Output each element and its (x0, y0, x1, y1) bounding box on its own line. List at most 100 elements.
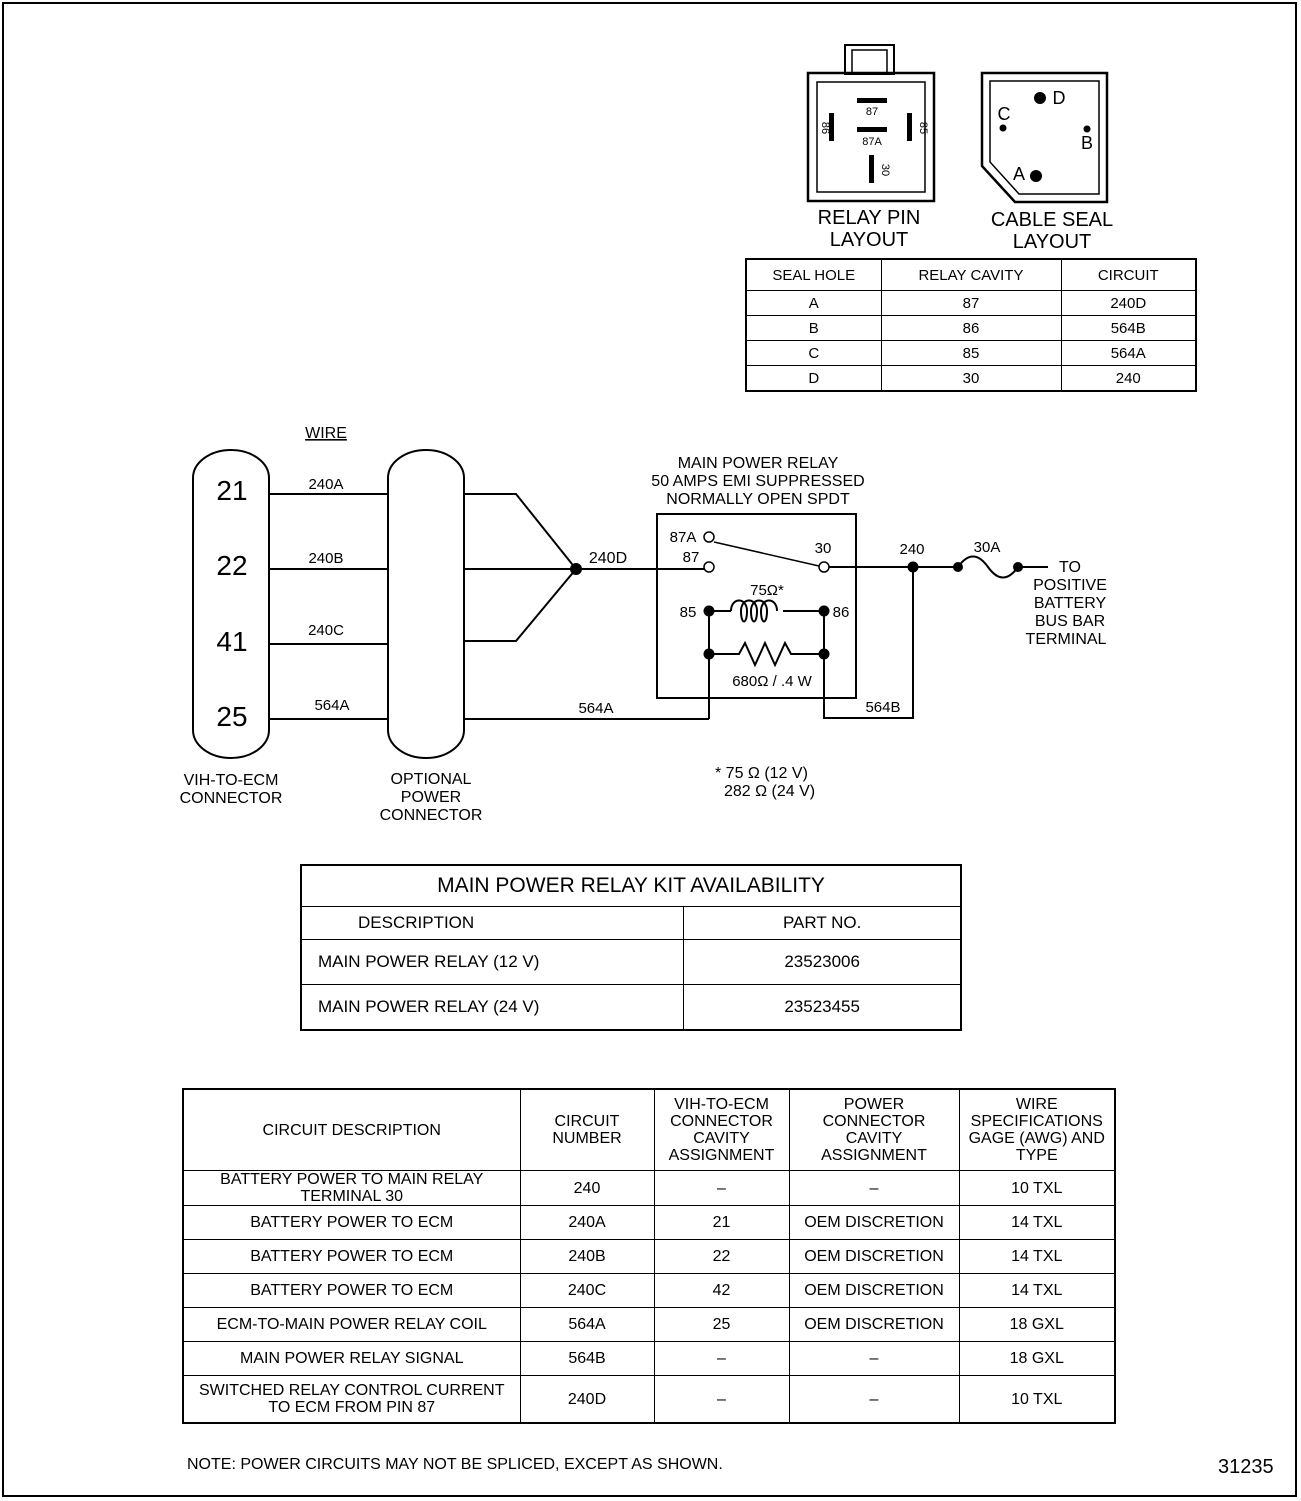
table-cell: 18 GXL (958, 1341, 1116, 1376)
table-cell: SWITCHED RELAY CONTROL CURRENT TO ECM FR… (182, 1375, 521, 1424)
table-cell: 564B (519, 1341, 655, 1376)
seal-label-a: A (1013, 164, 1025, 184)
wire-240-label: 240 (899, 541, 924, 558)
table-cell: BATTERY POWER TO ECM (182, 1239, 521, 1274)
table-cell: 85 (880, 340, 1062, 366)
table-cell: 86 (880, 315, 1062, 341)
battery-label-1: TO (1059, 559, 1081, 576)
pin-87-blade (857, 98, 887, 103)
table-cell: 23523006 (683, 939, 962, 985)
seal-hole-b (1083, 125, 1091, 133)
cable-seal-layout: D C B A CABLE SEAL LAYOUT (980, 71, 1113, 253)
terminal-86-label: 86 (833, 604, 850, 621)
column-header: VIH-TO-ECM CONNECTOR CAVITY ASSIGNMENT (653, 1088, 790, 1171)
table-row: MAIN POWER RELAY (12 V) 23523006 (300, 939, 962, 985)
table-cell: – (788, 1375, 960, 1424)
table-row: BATTERY POWER TO ECM 240B 22 OEM DISCRET… (182, 1239, 1116, 1274)
fuse-30a-symbol (957, 555, 1019, 579)
column-header: WIRE SPECIFICATIONS GAGE (AWG) AND TYPE (958, 1088, 1116, 1171)
table-cell: 18 GXL (958, 1307, 1116, 1342)
table-row: B 86 564B (745, 315, 1197, 341)
table-row: D 30 240 (745, 365, 1197, 392)
table-cell: 21 (653, 1205, 790, 1240)
battery-label-5: TERMINAL (1026, 631, 1107, 648)
table-cell: 240 (519, 1170, 655, 1206)
seal-hole-d (1034, 92, 1046, 104)
circuit-table: CIRCUIT DESCRIPTION CIRCUIT NUMBER VIH-T… (182, 1088, 1116, 1424)
footnote-24v: 282 Ω (24 V) (724, 783, 815, 800)
relay-title-2: 50 AMPS EMI SUPPRESSED (651, 473, 864, 490)
resistor-symbol (709, 640, 824, 668)
table-row: C 85 564A (745, 340, 1197, 366)
seal-label-d: D (1053, 88, 1066, 108)
table-cell: 25 (653, 1307, 790, 1342)
seal-hole-c (999, 124, 1007, 132)
power-connector-label-1: OPTIONAL (391, 771, 472, 788)
seal-hole-table: SEAL HOLE RELAY CAVITY CIRCUIT A 87 240D… (745, 258, 1197, 392)
table-cell: MAIN POWER RELAY (12 V) (300, 939, 685, 985)
table-cell: – (653, 1341, 790, 1376)
table-cell: 564B (1060, 315, 1197, 341)
table-cell: 87 (880, 290, 1062, 316)
relay-pin-layout-title: RELAY PIN (818, 207, 921, 229)
terminal-30 (818, 561, 830, 573)
table-cell: 564A (519, 1307, 655, 1342)
ecm-pin-21: 21 (216, 475, 247, 506)
table-cell: 22 (653, 1239, 790, 1274)
wire-564b-label: 564B (865, 699, 900, 716)
power-connector-label-2: POWER (401, 789, 461, 806)
table-cell: 240B (519, 1239, 655, 1274)
cable-seal-layout-subtitle: LAYOUT (1013, 231, 1092, 253)
table-cell: D (745, 365, 882, 392)
splice-240d-label: 240D (589, 550, 627, 567)
table-cell: – (788, 1170, 960, 1206)
battery-label-2: POSITIVE (1033, 577, 1107, 594)
column-header: RELAY CAVITY (880, 258, 1062, 291)
battery-label-3: BATTERY (1034, 595, 1107, 612)
terminal-87a-label: 87A (670, 529, 697, 546)
relay-title-1: MAIN POWER RELAY (678, 455, 839, 472)
table-cell: 10 TXL (958, 1170, 1116, 1206)
pin-label-30: 30 (879, 164, 891, 176)
ecm-connector-label-1: VIH-TO-ECM (184, 772, 279, 789)
cable-seal-layout-title: CABLE SEAL (991, 209, 1113, 231)
table-cell: A (745, 290, 882, 316)
table-cell: OEM DISCRETION (788, 1273, 960, 1308)
table-cell: BATTERY POWER TO ECM (182, 1273, 521, 1308)
pin-87a-blade (857, 127, 887, 132)
column-header: CIRCUIT (1060, 258, 1197, 291)
splice-note: NOTE: POWER CIRCUITS MAY NOT BE SPLICED,… (187, 1456, 723, 1473)
terminal-87 (703, 561, 715, 573)
resistor-label: 680Ω / .4 W (732, 673, 812, 690)
table-cell: ECM-TO-MAIN POWER RELAY COIL (182, 1307, 521, 1342)
pin-label-85: 85 (917, 122, 929, 134)
junction-240 (907, 561, 919, 573)
pin-label-87: 87 (866, 106, 878, 118)
wire-564a-right-label: 564A (578, 700, 613, 717)
coil-label: 75Ω* (750, 582, 784, 599)
ecm-pin-25: 25 (216, 701, 247, 732)
table-row: A 87 240D (745, 290, 1197, 316)
vih-to-ecm-connector: 21 22 41 25 VIH-TO-ECM CONNECTOR (180, 449, 282, 807)
ecm-wires: WIRE 240A 240B 240C 564A 240D 564A (269, 425, 710, 720)
pin-30-blade (869, 155, 874, 183)
table-cell: – (653, 1375, 790, 1424)
table-row: SWITCHED RELAY CONTROL CURRENT TO ECM FR… (182, 1375, 1116, 1424)
relay-pin-layout-subtitle: LAYOUT (830, 229, 909, 251)
table-cell: 240 (1060, 365, 1197, 392)
table-cell: 42 (653, 1273, 790, 1308)
ecm-pin-22: 22 (216, 550, 247, 581)
table-cell: 14 TXL (958, 1273, 1116, 1308)
table-cell: 14 TXL (958, 1205, 1116, 1240)
table-header-row: CIRCUIT DESCRIPTION CIRCUIT NUMBER VIH-T… (182, 1088, 1116, 1171)
table-cell: MAIN POWER RELAY (24 V) (300, 984, 685, 1031)
ecm-pin-41: 41 (216, 626, 247, 657)
footnote-12v: * 75 Ω (12 V) (715, 765, 808, 782)
table-cell: 10 TXL (958, 1375, 1116, 1424)
table-header-row: DESCRIPTION PART NO. (300, 906, 962, 940)
column-header: SEAL HOLE (745, 258, 882, 291)
wire-564a-label: 564A (314, 697, 349, 714)
table-cell: BATTERY POWER TO MAIN RELAY TERMINAL 30 (182, 1170, 521, 1206)
column-header: DESCRIPTION (300, 906, 685, 940)
table-cell: 240A (519, 1205, 655, 1240)
